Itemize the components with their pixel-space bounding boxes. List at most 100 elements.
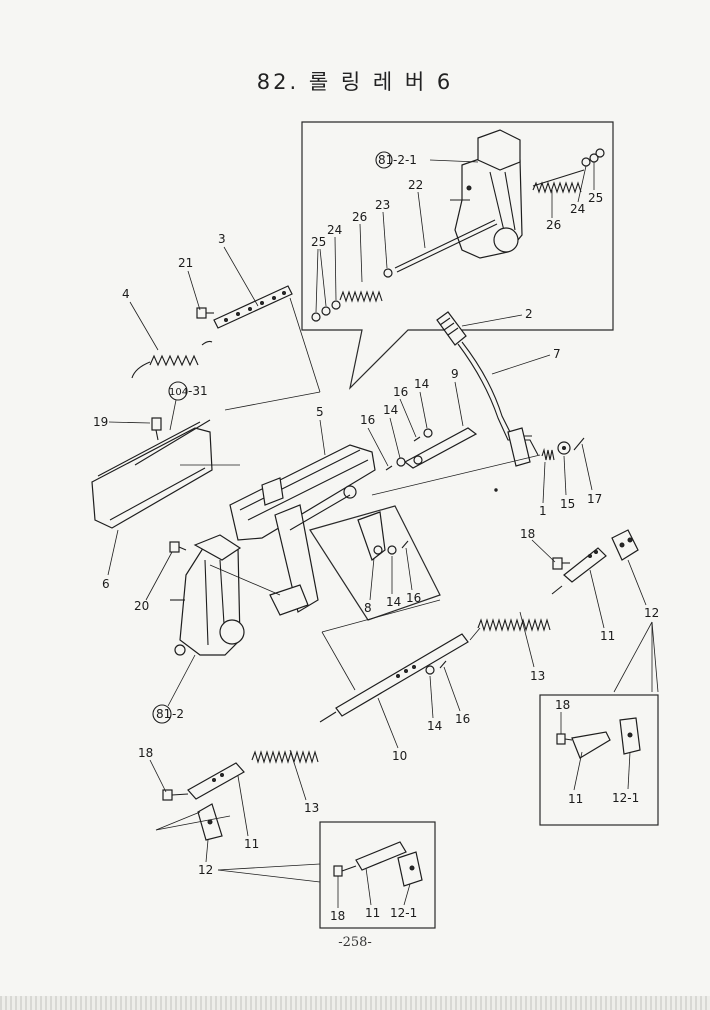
- shaft-22: [394, 219, 496, 269]
- label-20: 20: [134, 599, 149, 613]
- label-4: 4: [122, 287, 130, 301]
- label-104-31-suffix: -31: [188, 384, 208, 398]
- pin-17: [573, 437, 585, 451]
- label-14-upper: 14: [414, 377, 429, 391]
- lever-assembly-5: [229, 444, 376, 616]
- lever-9: [403, 427, 478, 469]
- label-24-right: 24: [570, 202, 585, 216]
- label-12-right: 12: [644, 606, 659, 620]
- label-104-circle: 104: [169, 387, 188, 398]
- label-19: 19: [93, 415, 108, 429]
- bolt-19: [151, 417, 162, 441]
- nut-14-bar: [425, 665, 435, 675]
- bolt-20: [169, 541, 187, 553]
- label-16-link: 16: [406, 591, 421, 605]
- bracket-12-1-box-bottom: [397, 851, 423, 887]
- washer-24-left: [331, 300, 341, 310]
- knob-2: [436, 311, 467, 346]
- bolt-18-left: [162, 789, 189, 801]
- pin-16-link: [401, 540, 409, 549]
- label-11-box-right: 11: [568, 792, 583, 806]
- spring-13-left: [251, 711, 337, 764]
- cover-6: [91, 419, 213, 529]
- label-10: 10: [392, 749, 407, 763]
- spring-1: [541, 447, 555, 461]
- ref-81-circle-bottom: [152, 704, 172, 724]
- label-18-left: 18: [138, 746, 153, 760]
- washer-24-right: [581, 157, 591, 167]
- link-8-callout: [309, 505, 441, 621]
- page-title: 82. 롤 링 레 버 6: [256, 70, 454, 94]
- label-21: 21: [178, 256, 193, 270]
- label-18-box-right: 18: [555, 698, 570, 712]
- label-9: 9: [451, 367, 459, 381]
- spring-4: [131, 340, 213, 379]
- lever-11-right: [563, 547, 607, 583]
- label-11-left: 11: [244, 837, 259, 851]
- washer-25-left-a: [321, 306, 331, 316]
- label-81-2-1-suffix: -2-1: [393, 153, 417, 167]
- nut-14-link: [387, 545, 397, 555]
- detail-callout-box: [301, 121, 614, 390]
- label-14-mid: 14: [383, 403, 398, 417]
- scan-edge-strip: [0, 996, 710, 1010]
- label-81-circle-bottom: 81: [156, 707, 171, 721]
- bar-3: [213, 285, 293, 329]
- label-26-right: 26: [546, 218, 561, 232]
- label-24-left: 24: [327, 223, 342, 237]
- label-1: 1: [539, 504, 547, 518]
- spring-26-left: [339, 290, 383, 303]
- page-number: -258-: [338, 935, 372, 950]
- lever-11-box-right: [571, 731, 611, 759]
- ref-81-circle-top: [375, 151, 393, 169]
- spring-13-right: [477, 585, 563, 632]
- lever-7: [457, 341, 539, 467]
- frame-part-81-2: [170, 534, 245, 656]
- label-16-bar: 16: [455, 712, 470, 726]
- label-25-left: 25: [311, 235, 326, 249]
- nut-14-lower: [396, 457, 406, 467]
- ref-104-circle: [168, 381, 188, 401]
- bracket-12-right: [611, 529, 639, 561]
- label-26-left: 26: [352, 210, 367, 224]
- label-18-box-bottom: 18: [330, 909, 345, 923]
- lever-11-left: [187, 762, 245, 800]
- label-14-bar: 14: [427, 719, 442, 733]
- label-8: 8: [364, 601, 372, 615]
- bracket-12-left: [197, 803, 223, 841]
- collar-23: [383, 268, 393, 278]
- bolt-18-box-bottom: [333, 865, 357, 877]
- label-12-left: 12: [198, 863, 213, 877]
- label-2: 2: [525, 307, 533, 321]
- label-25-right: 25: [588, 191, 603, 205]
- pin-16-lower: [385, 465, 393, 471]
- label-12-1-box-right: 12-1: [612, 791, 639, 805]
- label-11-box-bottom: 11: [365, 906, 380, 920]
- label-81-circle-top: 81: [378, 153, 393, 167]
- label-7: 7: [553, 347, 561, 361]
- label-14-link: 14: [386, 595, 401, 609]
- bolt-21: [196, 307, 214, 319]
- bracket-detail-box-right: [539, 694, 659, 826]
- lever-11-box-bottom: [355, 841, 407, 871]
- label-13-left: 13: [304, 801, 319, 815]
- pin-16-upper: [413, 436, 421, 442]
- label-23: 23: [375, 198, 390, 212]
- label-18-right: 18: [520, 527, 535, 541]
- label-16-upper: 16: [393, 385, 408, 399]
- link-8: [357, 511, 386, 561]
- label-11-right: 11: [600, 629, 615, 643]
- label-22: 22: [408, 178, 423, 192]
- label-6: 6: [102, 577, 110, 591]
- label-5: 5: [316, 405, 324, 419]
- label-12-1-box-bottom: 12-1: [390, 906, 417, 920]
- bracket-detail-box-bottom: [319, 821, 436, 929]
- label-81-2-suffix: -2: [172, 707, 184, 721]
- spring-26-right: [532, 169, 585, 194]
- washer-25-left-b: [311, 312, 321, 322]
- nut-14-upper: [423, 428, 433, 438]
- label-15: 15: [560, 497, 575, 511]
- label-3: 3: [218, 232, 226, 246]
